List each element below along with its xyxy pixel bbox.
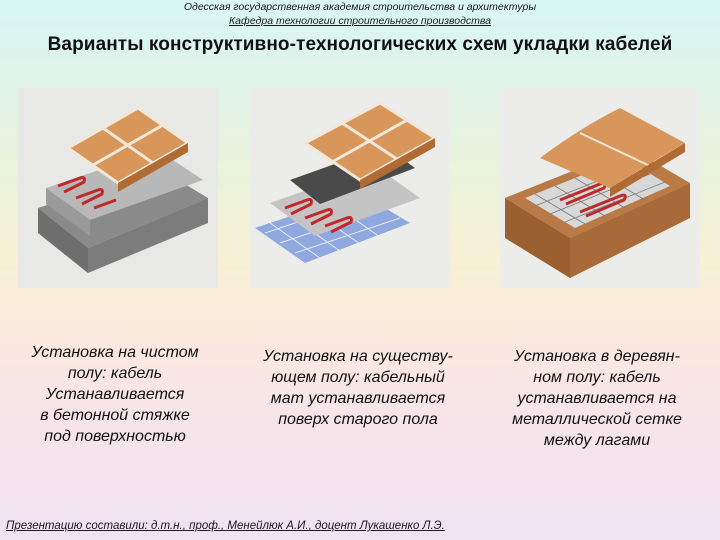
caption-concrete-screed: Установка на чистом полу: кабель Устанав… (31, 344, 199, 445)
wooden-floor-mesh-illustration (500, 88, 700, 288)
concrete-screed-floor-illustration (18, 88, 218, 288)
cable-mat-existing-floor-illustration (250, 88, 450, 288)
institution-name: Одесская государственная академия строит… (183, 1, 537, 13)
caption-cable-mat: Установка на существу- ющем полу: кабель… (263, 348, 453, 428)
department-name: Кафедра технологии строительного произво… (228, 15, 491, 27)
page-title: Варианты конструктивно-технологических с… (47, 34, 673, 55)
authors-footer: Презентацию составили: д.т.н., проф., Ме… (6, 520, 445, 532)
caption-wooden-floor: Установка в деревян- ном полу: кабель ус… (512, 348, 682, 449)
